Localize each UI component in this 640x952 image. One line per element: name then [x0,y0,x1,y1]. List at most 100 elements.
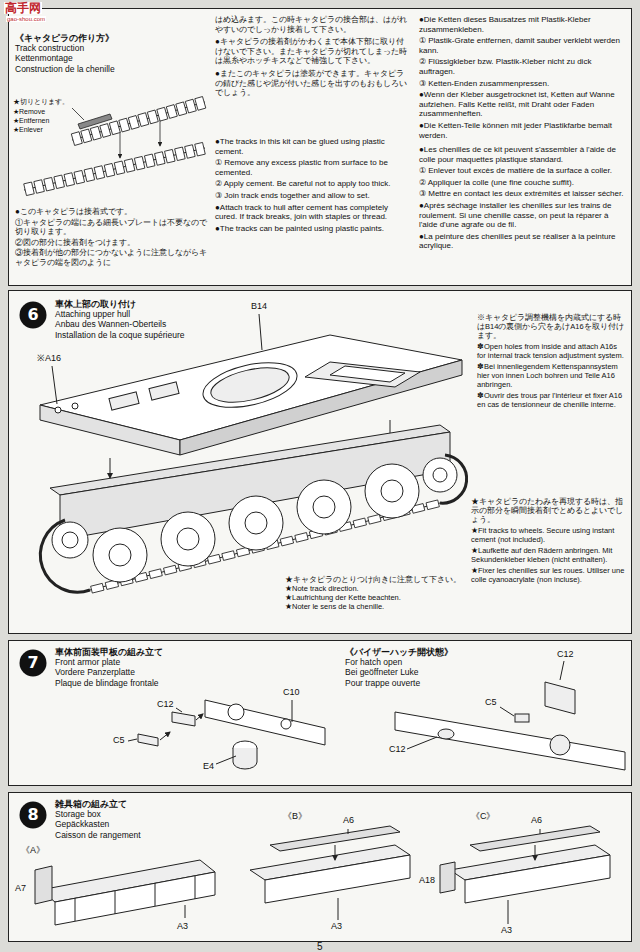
storage-box [155,883,156,906]
hatch-open-plate [407,737,437,749]
track-link [124,159,135,173]
variant-label: 《C》 [470,812,497,821]
front-plate [205,700,325,745]
instruction-text: ●またこのキャタピラは塗装ができます。キャタピラの錆びた感じや泥が付いた感じを出… [215,69,411,98]
text-column: 《バイザーハッチ開状態》For hatch openBei geöffneter… [345,647,505,688]
instruction-text: ★キャタピラのたわみを再現する時は、指示の部分を瞬間接着剤でとめるとよいでしょう… [471,497,627,524]
callout-note: ★Remove [12,108,46,115]
front-plate [128,739,137,741]
step-panel: 雑具箱の組み立てStorage boxGepäckkastenCaisson d… [8,792,632,942]
lower-hull [50,425,450,540]
variant-label: 《B》 [282,812,308,821]
track-link [147,110,158,124]
upper-hull [305,362,420,387]
instruction-text: ●The tracks in this kit can be glued usi… [215,137,411,156]
step-heading: 車体前面装甲板の組み立て [55,647,225,657]
track-run [72,102,205,140]
track-link [175,147,186,161]
text-column: ★キャタピラのたわみを再現する時は、指示の部分を瞬間接着剤でとめるとよいでしょう… [471,497,627,584]
instruction-text: ★Laufrichtung der Kette beachten. [285,593,469,602]
track-link [90,126,101,140]
part-number: B14 [250,302,268,311]
track-link [44,177,55,191]
track-link [295,533,308,543]
front-plate [216,756,236,764]
part-number: C12 [156,700,175,709]
part-number: C10 [282,688,301,697]
hatch-open-plate [395,661,625,770]
instruction-text: Anbau des Wannen-Oberteils [55,319,227,329]
instruction-text: ① Plastik-Grate entfernen, damit sauber … [419,36,627,55]
track-link [81,129,92,143]
instruction-text: ①キャタピラの端にある細長いプレートは不要なので切り取ります。 [15,218,207,237]
text-column: はめ込みます。この時キャタピラの接合部は、はがれやすいのでしっかり接着して下さい… [215,15,411,98]
instruction-text: ●La peinture des chenilles peut se réali… [419,232,627,251]
road-wheels [40,455,466,592]
upper-hull [40,405,180,455]
callout-note: ★Entfernen [12,117,50,124]
instruction-text: Kettenmontage [15,53,205,63]
road-wheels [313,496,335,518]
track-link [176,102,187,116]
hatch-open-plate [500,707,514,716]
track-link [100,124,111,138]
hatch-open-plate [515,714,529,722]
upper-hull [72,403,78,409]
step-number: 6 [19,301,47,329]
down-arrows [110,458,111,478]
track-link [157,107,168,121]
track-link [164,565,177,575]
storage-box [508,900,509,924]
text-column: ●The tracks in this kit can be glued usi… [215,137,411,233]
hatch-open-plate [560,661,564,680]
front-plate [138,734,158,746]
text-column: 雑具箱の組み立てStorage boxGepäckkastenCaisson d… [55,799,205,840]
storage-box [75,898,76,921]
instruction-text: ③ Ketten-Enden zusammenpressen. [419,79,627,89]
instruction-text: ●Die Ketten-Teile können mit jeder Plast… [419,121,627,140]
instruction-text: ★キャタピラのとりつけ向きに注意して下さい。 [285,575,469,584]
step-heading: 雑具箱の組み立て [55,799,205,809]
instruction-text: ★Laufkette auf den Rädern anbringen. Mit… [471,546,627,564]
instruction-text: はめ込みます。この時キャタピラの接合部は、はがれやすいのでしっかり接着して下さい… [215,15,411,34]
panel-ground [8,8,632,286]
upper-hull [109,392,139,410]
step-panel: 車体前面装甲板の組み立てFront armor plateVordere Pan… [8,640,632,786]
number-circle [20,302,47,329]
track-link [71,132,82,146]
road-wheels [93,528,147,582]
instruction-text: ② Appliquer la colle (une fine couche su… [419,178,627,188]
track-link [84,168,95,182]
instruction-text: ●このキャタピラは接着式です。 [15,207,207,217]
storage-box [540,829,541,834]
track-link [114,161,125,175]
track-link [24,182,35,196]
watermark: gao-shou.com [6,16,46,22]
front-plate [228,704,244,720]
part-number: ※A16 [36,354,62,363]
watermark: 高手网 [4,2,42,14]
instruction-text: ★Noter le sens de la chenille. [285,602,469,611]
callout-note: ★Enlever [12,126,44,133]
storage-box [55,872,215,925]
road-wheels [440,455,467,503]
track-link [54,175,65,189]
step-heading: 《バイザーハッチ開状態》 [345,647,505,657]
text-column: 車体前面装甲板の組み立てFront armor plateVordere Pan… [55,647,225,688]
upper-hull [52,366,57,404]
text-column: ●Les chenilles de ce kit peuvent s'assem… [419,145,627,251]
step-number: 7 [19,649,47,677]
instruction-text: ① Remove any excess plastic from surface… [215,158,411,177]
instruction-text: Gepäckkasten [55,819,205,829]
hatch-open-plate [545,682,575,714]
front-plate [172,712,195,726]
storage-box [35,866,52,904]
panel-ground [8,640,632,786]
road-wheels [245,512,267,534]
removed-plate [72,108,84,120]
glue-arrows [160,120,161,146]
track-link [165,149,176,163]
variant-label: 《A》 [20,846,46,855]
instruction-text: ●Attach track to hull after cement has c… [215,203,411,222]
track-link [368,514,381,524]
